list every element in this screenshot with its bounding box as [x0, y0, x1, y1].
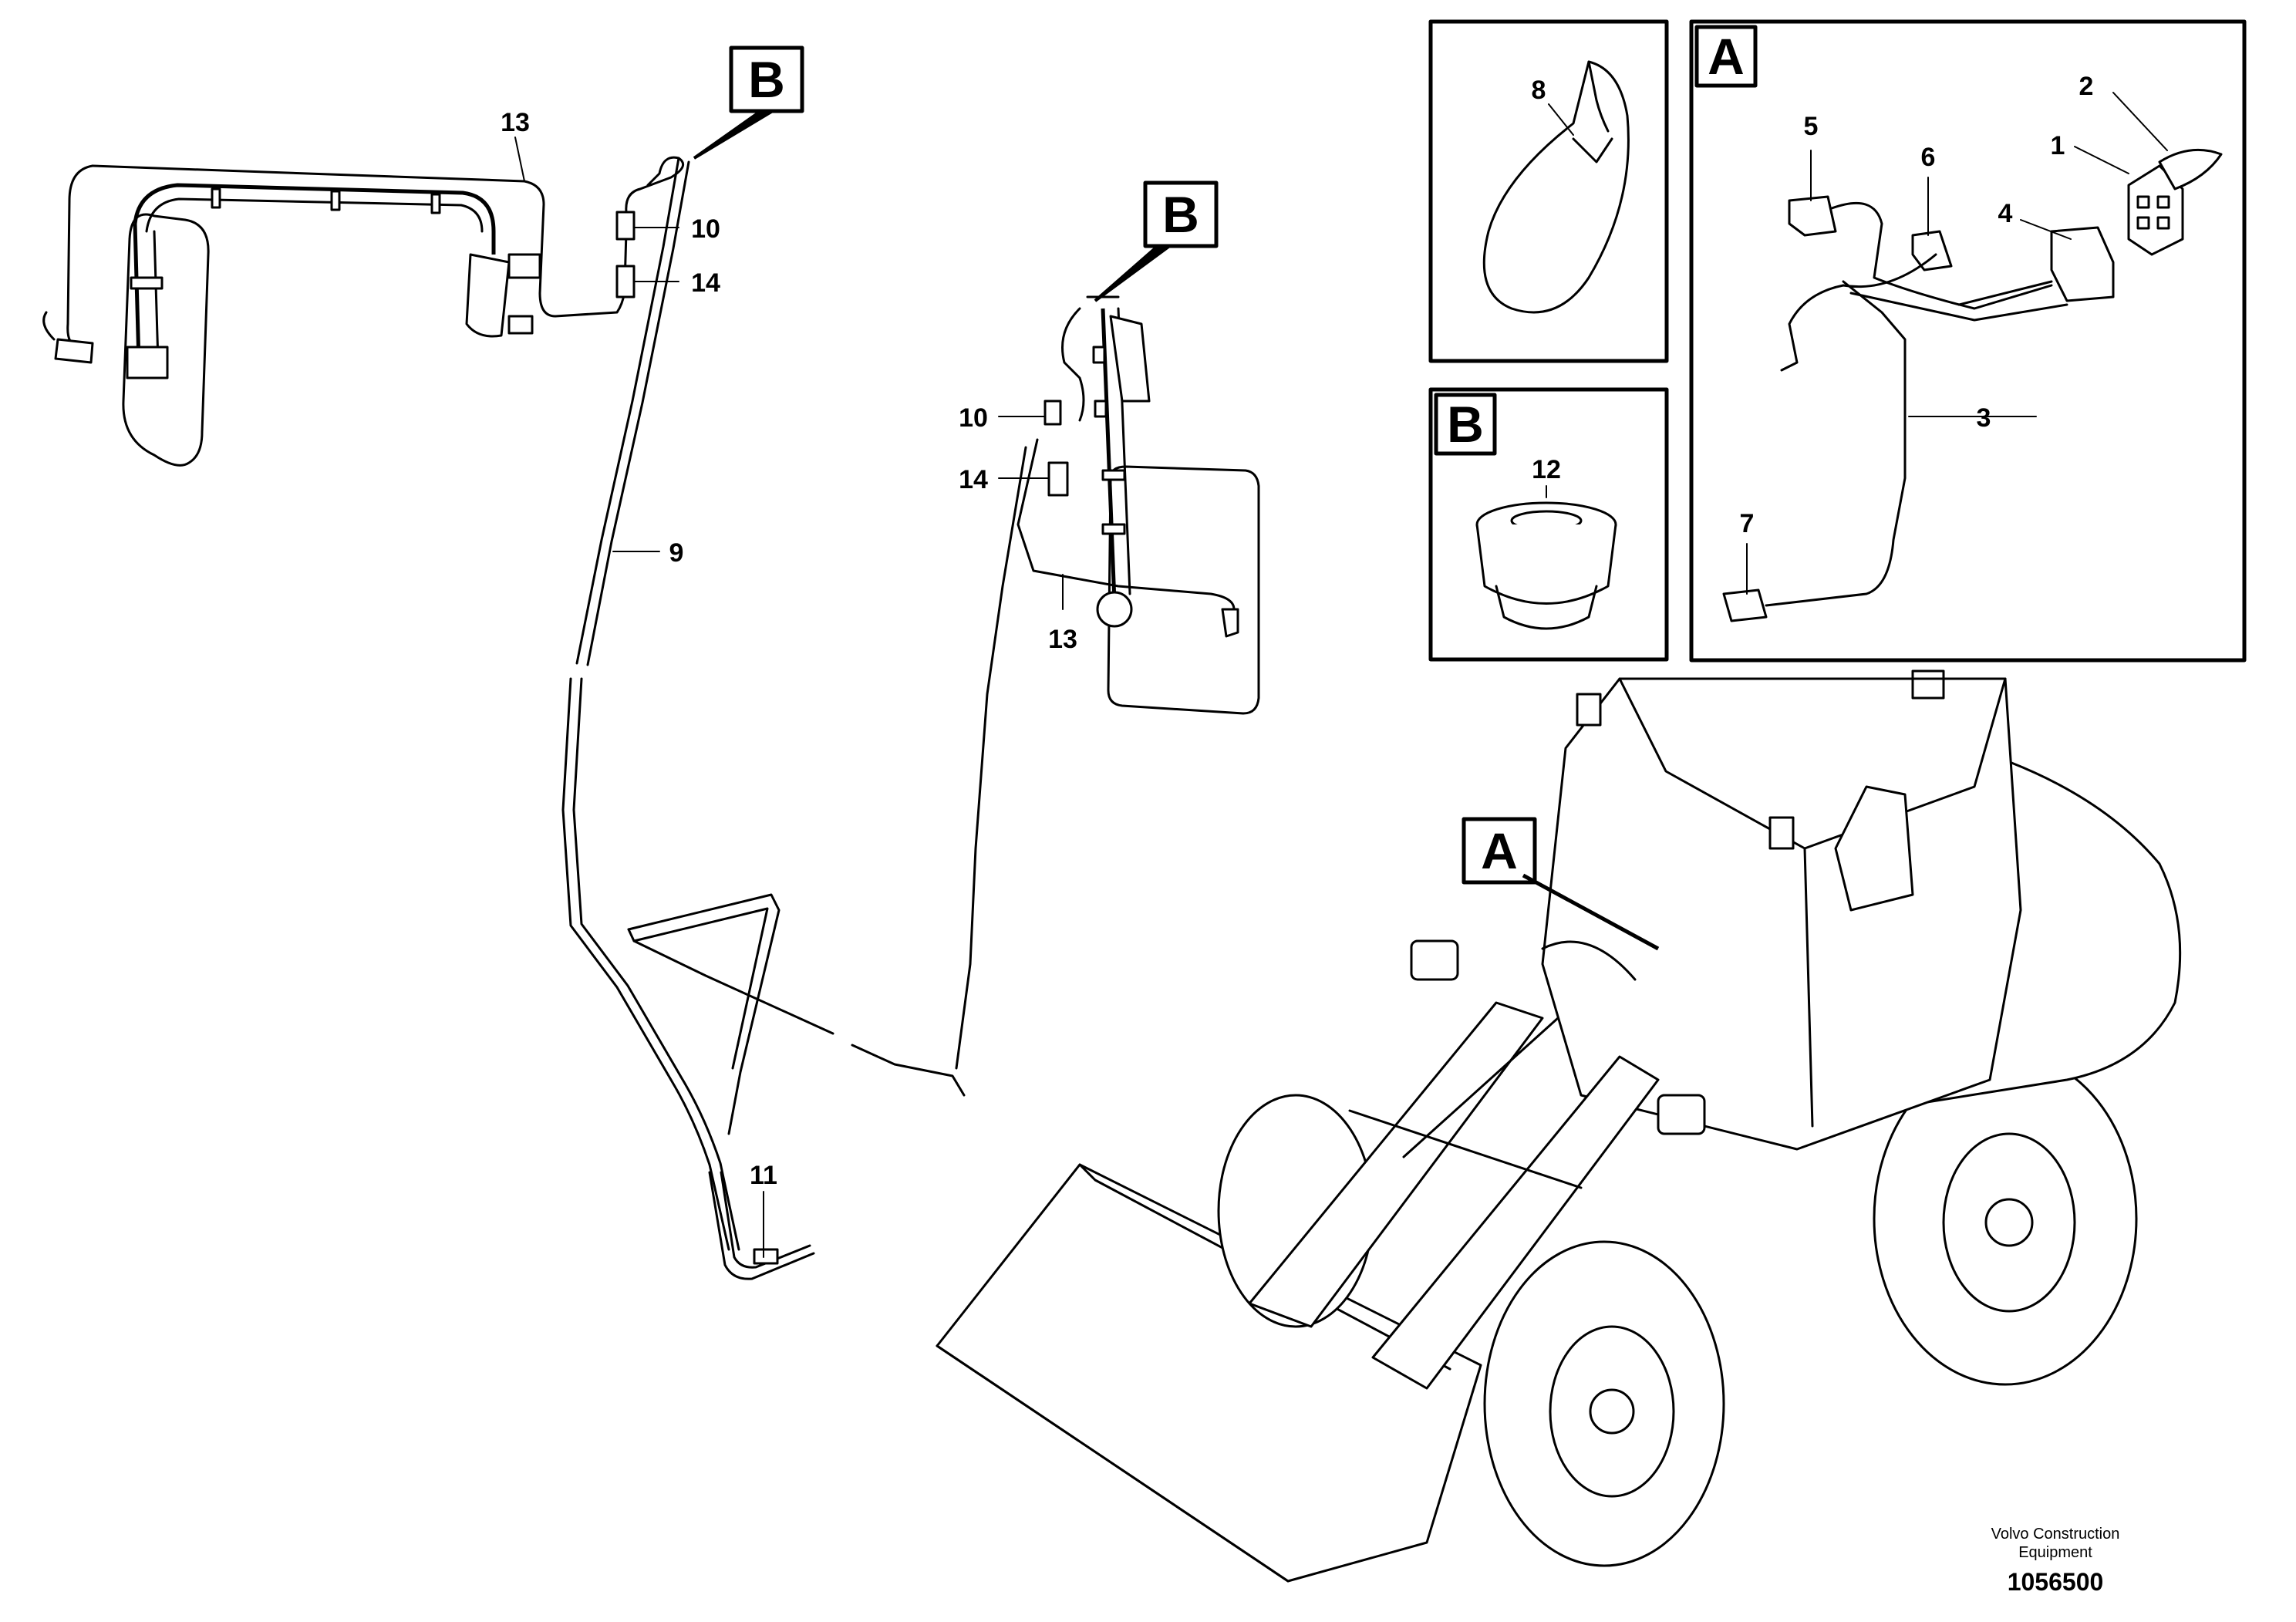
left-mirror-assembly	[42, 156, 685, 467]
view-tag-a-machine: A	[1462, 817, 1537, 885]
callout-1: 1	[2051, 131, 2065, 160]
harness-9-cable	[561, 157, 966, 1280]
view-tag-b-left: B	[693, 46, 804, 160]
callout-numbers: 13 10 14 9 11 10 14 13 12 8 1 2 3 4 5 6 …	[501, 72, 2093, 1190]
detail-b-letter: B	[1447, 396, 1484, 453]
callout-3: 3	[1977, 403, 1991, 433]
detail-box-a-switch-harness	[1689, 19, 2247, 663]
leader-lines	[514, 92, 2168, 1258]
credit-line-1: Volvo Construction	[1991, 1526, 2120, 1543]
callout-right-10: 10	[959, 403, 988, 433]
tag-a-machine-letter: A	[1481, 822, 1518, 879]
callout-left-10: 10	[691, 214, 720, 244]
detail-box-cable-tie	[1428, 19, 1669, 363]
callout-left-9: 9	[669, 538, 684, 568]
right-mirror-assembly	[955, 295, 1260, 1070]
figure-credit: Volvo Construction Equipment 1056500	[1991, 1526, 2120, 1596]
detail-box-b-grommet	[1428, 387, 1669, 662]
document-number: 1056500	[2008, 1568, 2104, 1596]
tag-b-right-letter: B	[1162, 186, 1199, 243]
callout-right-14: 14	[959, 465, 988, 494]
callout-6: 6	[1921, 143, 1936, 172]
view-tag-b-right: B	[1094, 180, 1219, 302]
callout-2: 2	[2079, 72, 2094, 101]
callout-left-11: 11	[750, 1161, 777, 1190]
callout-12: 12	[1532, 455, 1561, 484]
wheel-loader-illustration	[936, 669, 2182, 1583]
callout-8: 8	[1532, 76, 1546, 105]
callout-4: 4	[1998, 199, 2013, 228]
callout-5: 5	[1804, 112, 1819, 141]
detail-a-letter: A	[1708, 28, 1745, 85]
tag-b-left-letter: B	[748, 51, 785, 108]
callout-7: 7	[1740, 509, 1755, 538]
callout-left-14: 14	[691, 268, 720, 298]
credit-line-2: Equipment	[2018, 1544, 2092, 1561]
callout-left-13: 13	[501, 108, 530, 137]
callout-right-13: 13	[1048, 625, 1077, 654]
